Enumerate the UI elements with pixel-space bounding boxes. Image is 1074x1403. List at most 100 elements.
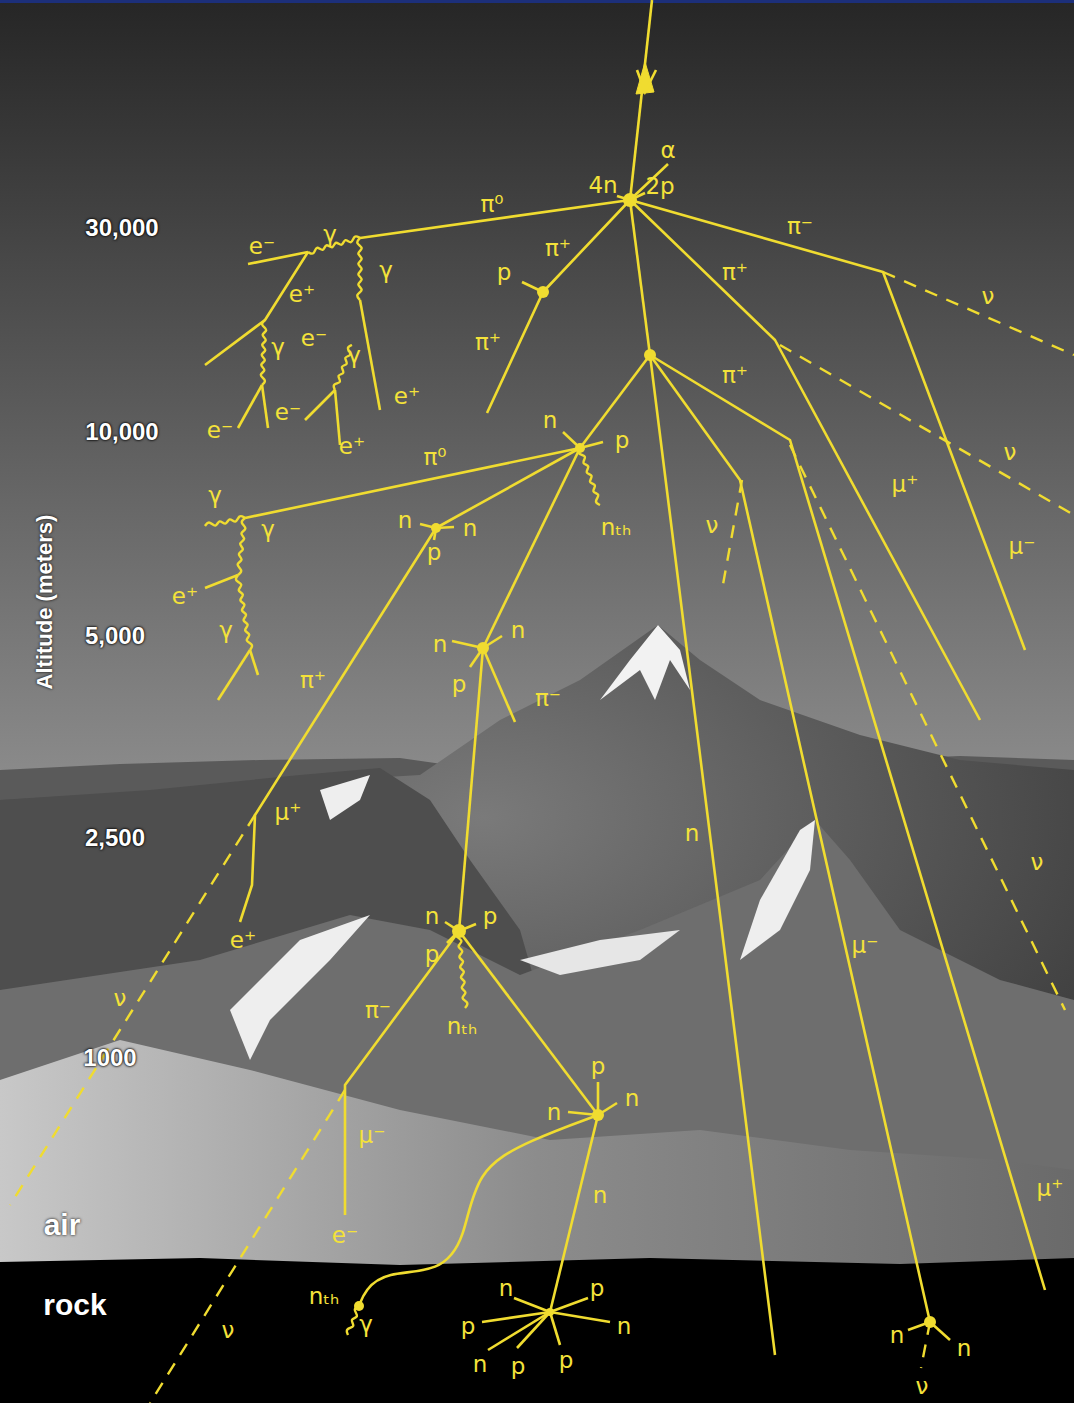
- particle-track: [240, 528, 436, 922]
- particle-label: p: [497, 261, 512, 284]
- particle-track: [483, 648, 515, 722]
- particle-label: p: [483, 905, 498, 928]
- particle-label: μ⁻: [1009, 535, 1036, 558]
- particle-label: p: [615, 429, 630, 452]
- altitude-tick: 1000: [83, 1046, 136, 1070]
- interaction-vertex: [431, 523, 441, 533]
- altitude-tick: 5,000: [85, 624, 145, 648]
- particle-label: ν: [1031, 851, 1044, 874]
- neutrino-track: [790, 445, 1065, 1010]
- thermal-neutron-path: [359, 1115, 598, 1306]
- neutrino-track: [780, 345, 1074, 515]
- particle-label: γ: [219, 619, 233, 642]
- photon-track: [261, 320, 266, 385]
- particle-label: π⁺: [475, 331, 501, 354]
- particle-label: γ: [347, 344, 361, 367]
- interaction-vertex: [924, 1316, 936, 1328]
- snow-peak: [600, 625, 690, 700]
- particle-label: α: [660, 139, 675, 162]
- particle-label: π⁻: [535, 687, 561, 710]
- primary-arrowhead: [637, 70, 656, 92]
- particle-label: n: [511, 619, 526, 642]
- particle-track: [238, 385, 262, 428]
- interaction-vertex: [354, 1301, 364, 1311]
- interaction-vertex: [477, 642, 489, 654]
- particle-label: n: [543, 409, 558, 432]
- particle-label: 2p: [645, 175, 674, 198]
- photon-track: [579, 448, 600, 505]
- mid-ridge: [0, 820, 1074, 1265]
- particle-track: [487, 200, 630, 413]
- particle-label: n: [425, 905, 440, 928]
- front-hills: [0, 1040, 1074, 1265]
- particle-label: n: [593, 1184, 608, 1207]
- particle-label: μ⁻: [359, 1124, 386, 1147]
- particle-label: ν: [982, 285, 995, 308]
- particle-label: γ: [261, 518, 275, 541]
- top-rule: [0, 0, 1074, 3]
- particle-label: p: [425, 943, 440, 966]
- particle-label: e⁻: [301, 327, 327, 350]
- particle-track: [245, 448, 580, 518]
- particle-track: [650, 355, 775, 1355]
- particle-label: π⁻: [787, 215, 813, 238]
- particle-track: [550, 1312, 560, 1345]
- particle-label: 4n: [588, 174, 617, 197]
- particle-label: n: [433, 633, 448, 656]
- particle-label: nₜₕ: [601, 516, 632, 539]
- particle-label: n: [617, 1315, 632, 1338]
- particle-label: π⁺: [722, 364, 748, 387]
- particle-track: [630, 200, 1025, 650]
- particle-label: n: [499, 1277, 514, 1300]
- neutrino-track: [883, 272, 1074, 355]
- snow-ridge: [520, 930, 680, 975]
- particle-label: p: [461, 1315, 476, 1338]
- particle-label: n: [398, 509, 413, 532]
- particle-label: n: [625, 1087, 640, 1110]
- interaction-vertex: [452, 924, 466, 938]
- particle-label: μ⁻: [852, 934, 879, 957]
- particle-label: n: [547, 1101, 562, 1124]
- particle-label: n: [890, 1324, 905, 1347]
- particle-label: e⁺: [339, 435, 365, 458]
- particle-label: ν: [114, 987, 127, 1010]
- particle-track: [550, 1312, 610, 1322]
- neutrino-track: [10, 815, 255, 1205]
- layer-label: rock: [43, 1290, 106, 1320]
- particle-label: γ: [379, 259, 393, 282]
- snow-lower: [230, 915, 370, 1060]
- particle-track: [262, 385, 268, 428]
- particle-track: [250, 650, 258, 675]
- particle-track: [630, 200, 980, 720]
- particle-label: p: [559, 1349, 574, 1372]
- photon-track: [457, 931, 468, 1008]
- interaction-vertex: [623, 193, 637, 207]
- particle-label: μ⁺: [892, 473, 919, 496]
- particle-label: nₜₕ: [309, 1285, 340, 1308]
- particle-label: π⁰: [480, 193, 503, 216]
- particle-track: [459, 931, 598, 1115]
- rock-ground: [0, 1258, 1074, 1403]
- interaction-vertex: [546, 1308, 554, 1316]
- photon-track: [205, 516, 245, 526]
- snow-left: [320, 775, 370, 820]
- particle-label: μ⁺: [275, 801, 302, 824]
- particle-track: [488, 1312, 550, 1350]
- interaction-vertex: [575, 443, 585, 453]
- particle-track: [436, 448, 580, 528]
- interaction-vertex: [537, 286, 549, 298]
- particle-label: e⁺: [289, 283, 315, 306]
- particle-label: γ: [323, 223, 337, 246]
- particle-label: γ: [271, 336, 285, 359]
- main-peak: [0, 625, 1074, 1265]
- particle-label: γ: [208, 484, 222, 507]
- particle-tracks: [10, 0, 1074, 1403]
- particle-track: [483, 448, 580, 648]
- particle-track: [517, 1312, 550, 1348]
- altitude-tick: 30,000: [85, 216, 158, 240]
- particle-track: [305, 390, 335, 420]
- neutrino-track: [722, 480, 742, 590]
- particle-track: [205, 575, 238, 588]
- particle-label: ν: [916, 1375, 929, 1398]
